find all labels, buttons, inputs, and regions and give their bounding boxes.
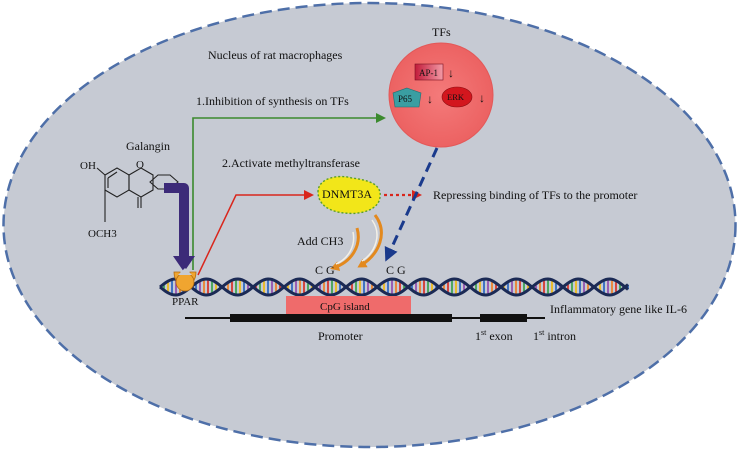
promoter-block	[230, 314, 452, 322]
methyl-arrow-left	[330, 227, 360, 271]
promoter-label: Promoter	[318, 329, 363, 343]
dna-backbone-strand	[159, 277, 629, 297]
dna-backbone-strand	[159, 277, 629, 297]
exon-block	[480, 314, 527, 322]
cpg-island-label: CpG island	[320, 301, 370, 313]
p65-down-arrow: ↓	[427, 92, 433, 106]
dnmt3a-blob	[317, 175, 381, 215]
erk-ellipse	[441, 86, 473, 108]
galangin-oh: OH	[80, 160, 96, 172]
galangin-o: O	[136, 159, 144, 171]
galangin-label: Galangin	[126, 139, 170, 153]
step2-label: 2.Activate methyltransferase	[222, 156, 360, 170]
methyl-arrow-right-inner	[361, 219, 378, 262]
gene-label: Inflammatory gene like IL-6	[550, 302, 687, 316]
tfs-title: TFs	[432, 25, 451, 39]
galangin-och3: OCH3	[88, 228, 117, 240]
p65-label: P65	[398, 94, 413, 104]
ppar-binding-notch	[178, 268, 192, 275]
ppar-receptor-body	[175, 272, 195, 292]
galangin-to-ppar-arrow	[164, 183, 189, 258]
nucleus-label: Nucleus of rat macrophages	[208, 48, 343, 62]
intron-label: 1st intron	[533, 328, 576, 343]
erk-label: ERK	[447, 92, 465, 102]
methyl-arrow-right	[357, 214, 383, 268]
methyl-arrow-left-inner	[335, 231, 355, 265]
red-activation-arrow	[197, 190, 314, 276]
ap1-box	[414, 63, 444, 81]
dna-helix	[159, 277, 629, 297]
cpg-island-box	[286, 296, 411, 315]
green-inhibition-arrow	[192, 113, 386, 270]
ap1-down-arrow: ↓	[448, 66, 454, 80]
ppar-label: PPAR	[172, 296, 199, 308]
cg-left-label: C G	[315, 263, 335, 277]
dnmt3a-label: DNMT3A	[322, 187, 372, 201]
tf-binding-dashed-arrow	[384, 147, 439, 262]
galangin-structure	[96, 167, 179, 222]
ap1-label: AP-1	[419, 68, 438, 78]
repress-label: Repressing binding of TFs to the promote…	[433, 188, 637, 202]
step1-label: 1.Inhibition of synthesis on TFs	[196, 94, 349, 108]
erk-down-arrow: ↓	[479, 91, 485, 105]
add-ch3-label: Add CH3	[297, 234, 343, 248]
p65-pentagon	[392, 87, 422, 108]
cg-right-label: C G	[386, 263, 406, 277]
exon-label: 1st exon	[475, 328, 513, 343]
galangin-to-ppar-arrowhead	[173, 256, 195, 272]
